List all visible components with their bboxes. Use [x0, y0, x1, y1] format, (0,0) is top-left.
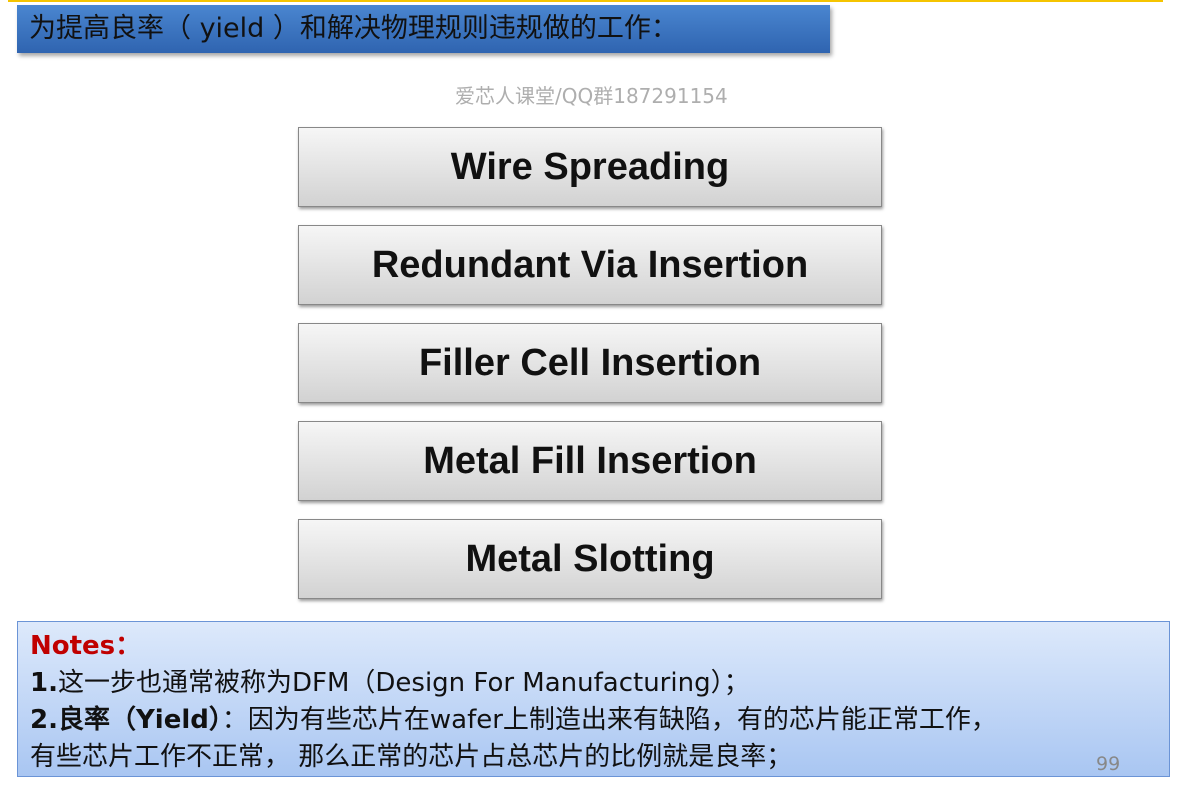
note-1-text: 这一步也通常被称为DFM（Design For Manufacturing）；: [57, 668, 750, 698]
step-redundant-via-insertion: Redundant Via Insertion: [298, 225, 882, 305]
note-1: 1.这一步也通常被称为DFM（Design For Manufacturing）…: [30, 665, 1157, 702]
note-2-label: 2.良率（Yield）: [30, 705, 222, 735]
top-accent-line: [8, 0, 1163, 2]
step-metal-fill-insertion: Metal Fill Insertion: [298, 421, 882, 501]
note-1-number: 1.: [30, 668, 58, 698]
slide-title: 为提高良率（ yield ）和解决物理规则违规做的工作：: [17, 5, 830, 53]
note-2-text: ：因为有些芯片在wafer上制造出来有缺陷，有的芯片能正常工作，: [221, 705, 997, 735]
page-number: 99: [1096, 753, 1121, 775]
step-metal-slotting: Metal Slotting: [298, 519, 882, 599]
step-wire-spreading: Wire Spreading: [298, 127, 882, 207]
notes-heading: Notes：: [30, 631, 142, 661]
note-2: 2.良率（Yield）：因为有些芯片在wafer上制造出来有缺陷，有的芯片能正常…: [30, 702, 1157, 739]
step-filler-cell-insertion: Filler Cell Insertion: [298, 323, 882, 403]
notes-box: Notes： 1.这一步也通常被称为DFM（Design For Manufac…: [17, 621, 1170, 777]
note-2-continued: 有些芯片工作不正常， 那么正常的芯片占总芯片的比例就是良率；: [30, 742, 793, 772]
watermark: 爱芯人课堂/QQ群187291154: [455, 84, 728, 108]
